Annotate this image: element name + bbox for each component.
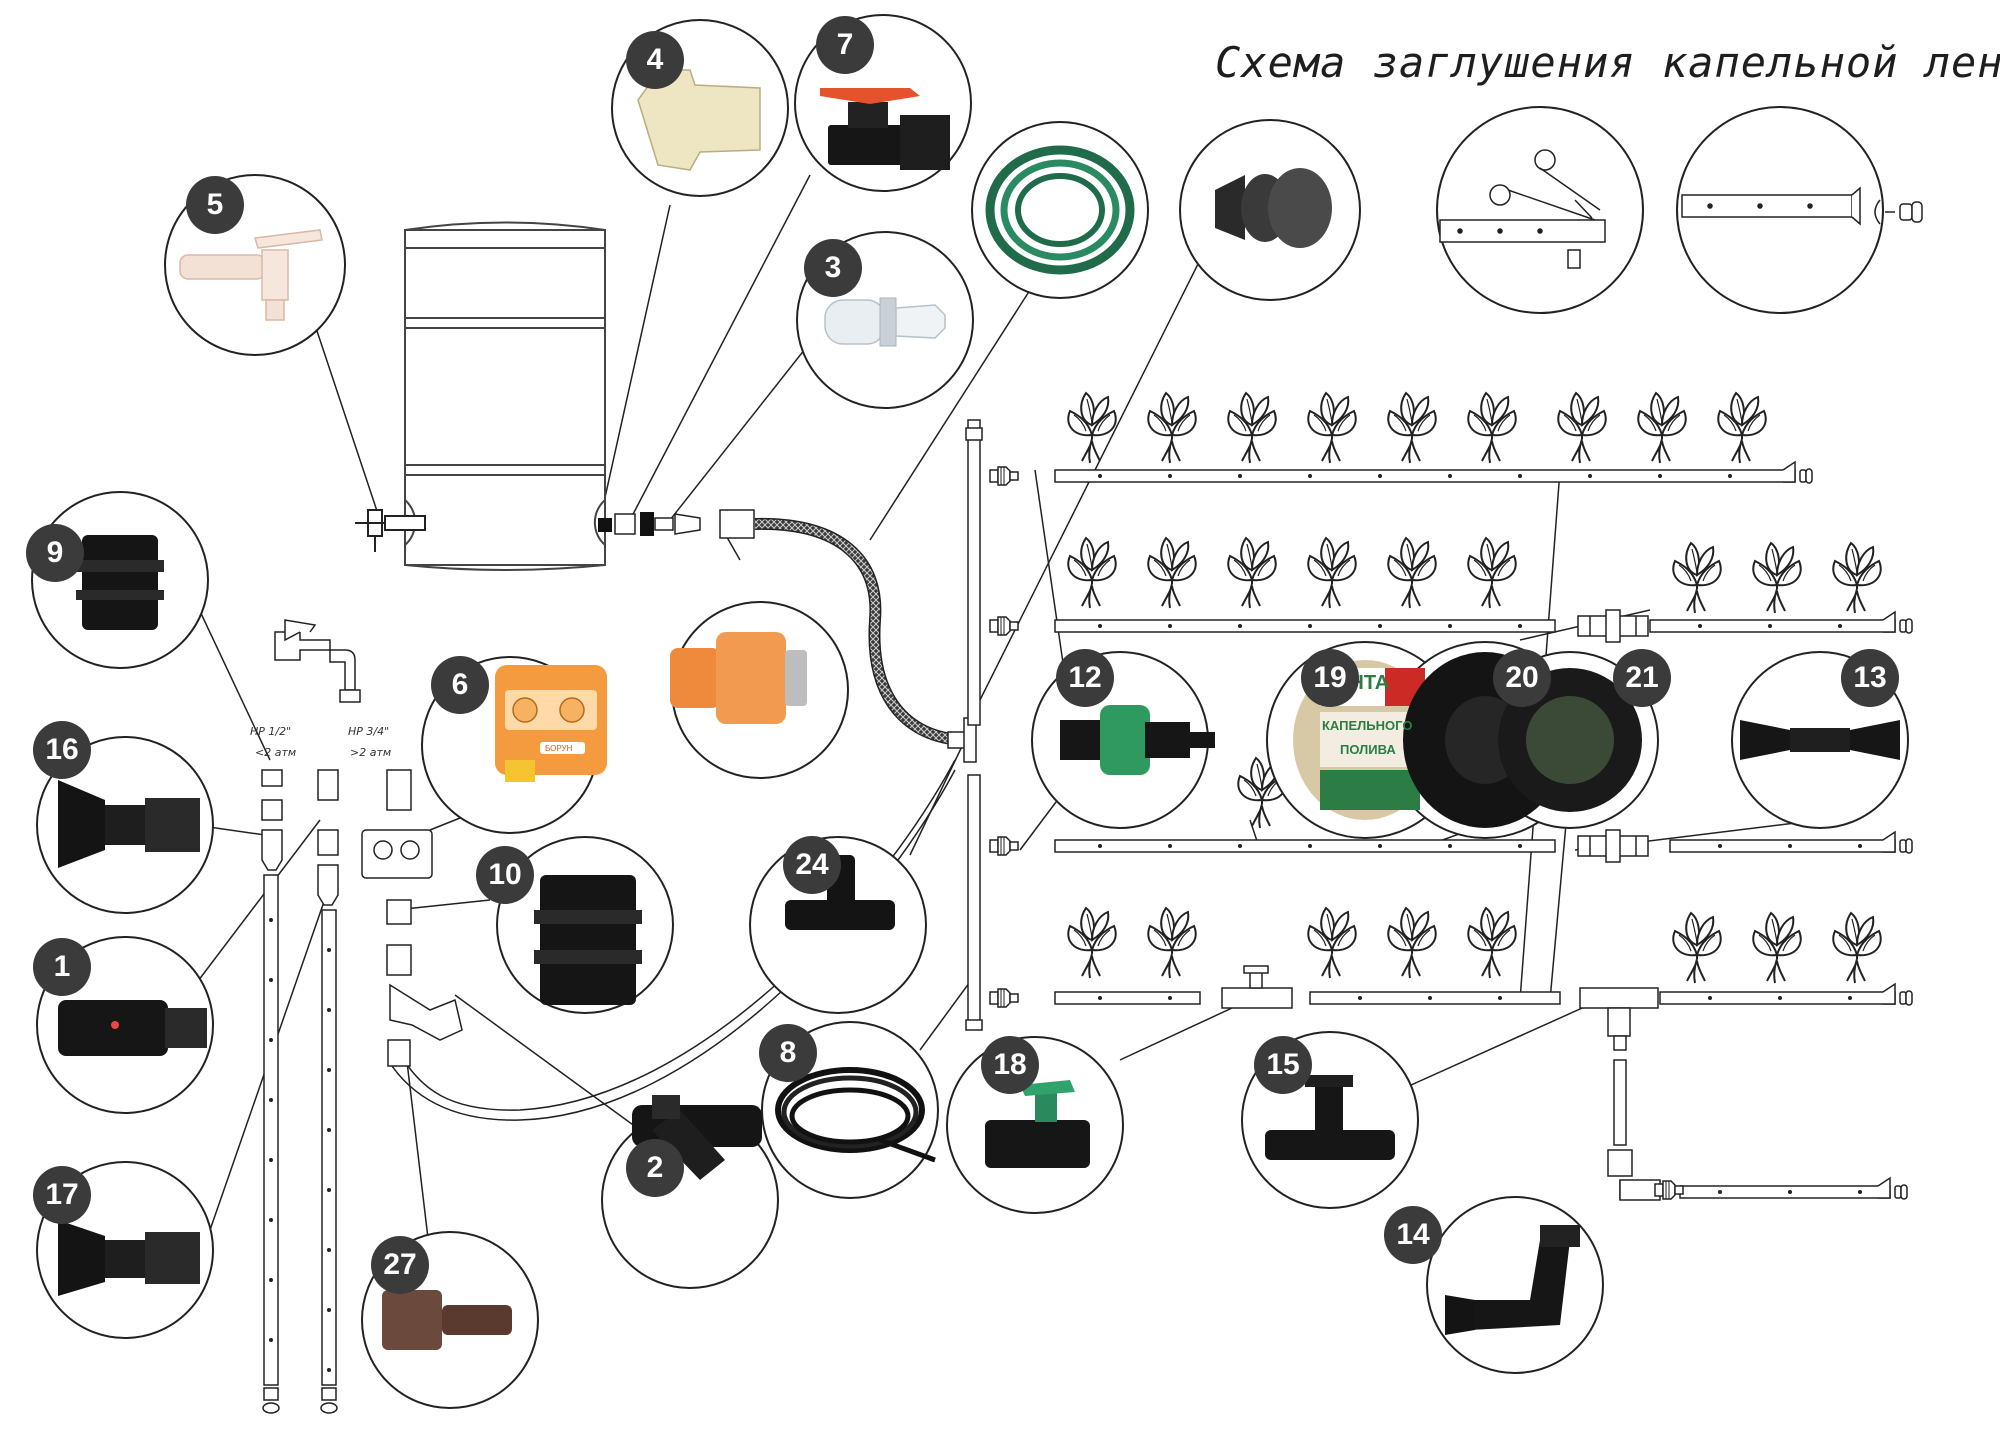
faucet-right-pressure-label: >2 атм [350,746,392,759]
callout-badge-3: 3 [804,239,862,297]
faucet-right-size-label: НР 3/4" [348,725,390,738]
product-18-valve [985,1080,1090,1168]
timer-brand-label: БОРУН [545,744,573,753]
callout-badge-9: 9 [26,524,84,582]
row-start-connectors [989,466,1019,1008]
faucet-left-pressure-label: <2 атм [255,746,297,759]
callout-badge-15: 15 [1254,1036,1312,1094]
product-9-coupling [76,535,164,630]
callout-badge-12: 12 [1056,649,1114,707]
tape-spool-label-line2: КАПЕЛЬНОГО [1322,718,1413,733]
product-15-tee [1265,1075,1395,1160]
callout-badge-5: 5 [186,176,244,234]
cap-instruction-scissors [1439,149,1606,269]
product-end-plug [1215,168,1332,248]
cap-instruction-plug [1681,186,1923,226]
product-27-adapter [382,1290,512,1350]
left-pipe-holes [269,918,331,1372]
product-16-connector [58,780,200,868]
callout-badge-21: 21 [1613,649,1671,707]
wall-faucet [274,619,361,703]
product-5-plastic-tap [179,229,323,321]
callout-badge-7: 7 [816,16,874,74]
main-manifold [965,419,983,1031]
product-13-connector [1740,720,1900,760]
mid-row-fittings [1221,609,1684,1201]
faucet-left-size-label: НР 1/2" [250,725,292,738]
product-14-elbow [1445,1225,1580,1335]
product-1-pressure-reducer [58,1000,207,1056]
callout-badge-10: 10 [476,846,534,904]
product-8-pipe-coil [775,1067,936,1163]
product-3-filter [824,297,946,347]
callout-badge-1: 1 [33,938,91,996]
callout-badge-20: 20 [1493,649,1551,707]
callout-badge-4: 4 [626,31,684,89]
callout-badge-8: 8 [759,1024,817,1082]
callout-badge-18: 18 [981,1036,1039,1094]
barrel-outlet-fittings [598,509,755,539]
callout-badge-17: 17 [33,1166,91,1224]
callout-badge-24: 24 [783,836,841,894]
callout-badge-6: 6 [431,656,489,714]
product-hose-coil [985,145,1135,275]
barrel [404,221,606,571]
callout-badge-19: 19 [1301,649,1359,707]
product-2-filter [632,1095,762,1180]
product-17-connector [58,1220,200,1296]
row-end-caps [1782,460,1913,1200]
callout-badge-14: 14 [1384,1206,1442,1264]
callout-badge-13: 13 [1841,649,1899,707]
product-orange-connector [670,632,807,724]
callout-badge-16: 16 [33,721,91,779]
callout-badge-2: 2 [626,1139,684,1197]
product-6-timer [495,665,607,782]
callout-badge-27: 27 [371,1236,429,1294]
barrel-tap [355,509,426,552]
product-12-valve-connector [1060,705,1215,775]
product-7-ball-valve [820,88,950,170]
diagram-title: Схема заглушения капельной ленты [1215,38,2000,87]
drip-holes [1098,474,1862,1194]
left-pipes [261,769,463,1414]
tape-spool-label-line3: ПОЛИВА [1340,742,1396,757]
product-10-coupling [534,875,642,1005]
